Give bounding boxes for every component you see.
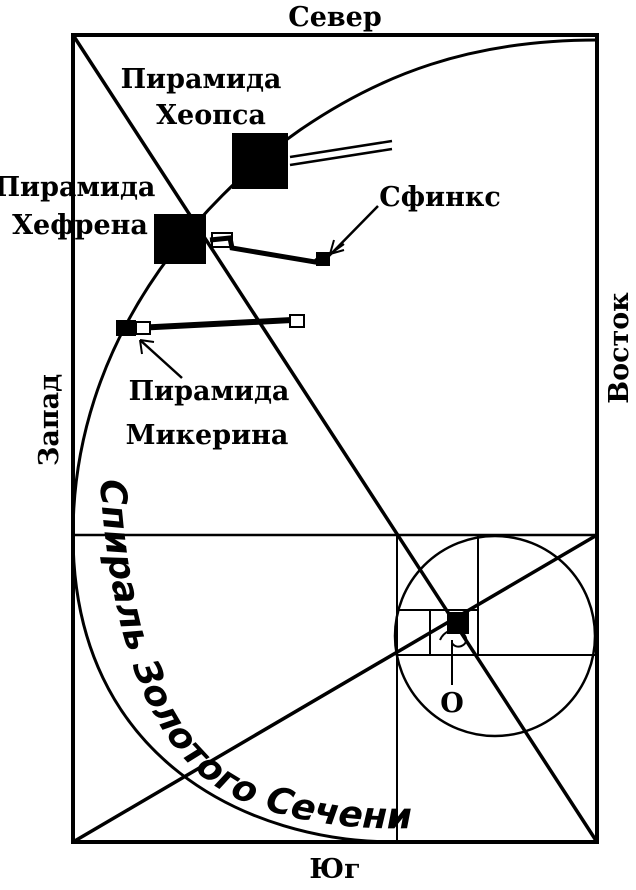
khafre-pyramid-marker — [154, 214, 206, 264]
cheops-pyramid-marker — [232, 133, 288, 189]
diagonal-nw-se — [71, 34, 599, 843]
menkaure-pyramid-marker — [116, 320, 136, 336]
menkaure-temple-2 — [289, 314, 305, 328]
menkaure-pointer — [139, 339, 183, 379]
khafre-causeway — [209, 235, 324, 265]
inner-spiral-curl — [439, 629, 468, 648]
north-label: Север — [288, 2, 382, 33]
west-label: Запад — [34, 374, 65, 466]
cheops-causeway-1 — [289, 139, 393, 159]
menkaure-label-line1: Пирамида — [129, 376, 290, 407]
inner-square — [447, 612, 469, 634]
golden-spiral-curve — [71, 38, 598, 844]
center-circle — [393, 534, 597, 738]
center-label: O — [440, 688, 464, 719]
east-label: Восток — [604, 292, 635, 404]
outer-frame — [71, 33, 599, 844]
menkaure-label-line2: Микерина — [126, 420, 289, 451]
khafre-label-line1: Пирамида — [0, 172, 155, 203]
sphinx-arrowhead — [329, 239, 345, 255]
sphinx-label: Сфинкс — [379, 182, 501, 213]
menkaure-arrowhead — [139, 339, 155, 355]
south-label: Юг — [309, 854, 360, 885]
menkaure-causeway — [135, 317, 293, 331]
cheops-causeway-2 — [289, 147, 393, 167]
cheops-label-line1: Пирамида — [121, 64, 282, 95]
sphinx-marker — [316, 252, 330, 266]
menkaure-temple-1 — [135, 321, 151, 335]
khafre-label-line2: Хефрена — [12, 210, 148, 241]
diagonal-sw-ne — [72, 533, 598, 844]
cheops-label-line2: Хеопса — [156, 100, 266, 131]
khafre-temple-outline — [211, 232, 233, 248]
